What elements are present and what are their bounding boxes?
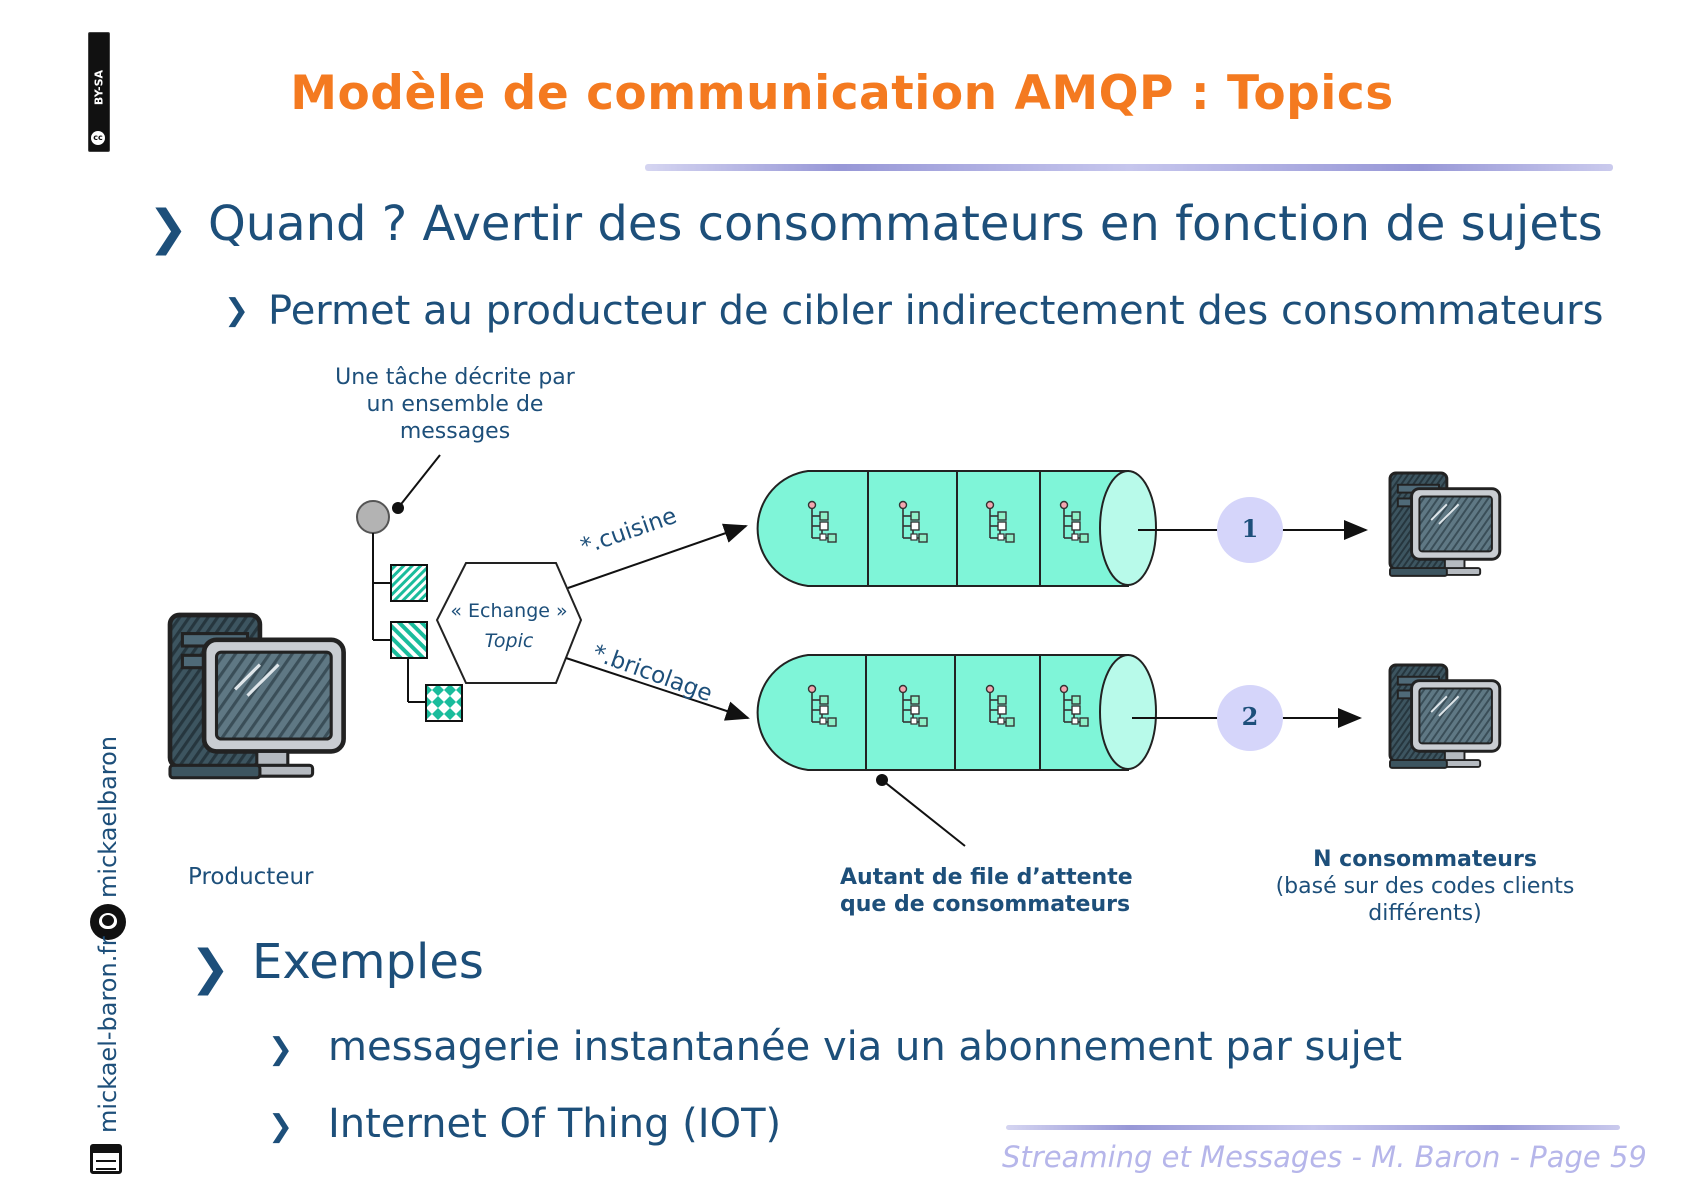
license-badge: BY-SA cc xyxy=(88,32,110,152)
queues-note: Autant de file d’attente que de consomma… xyxy=(840,864,1140,918)
task-note-anchor xyxy=(392,502,404,514)
queue-number-2 xyxy=(1217,685,1283,751)
cc-icon: cc xyxy=(91,131,105,145)
queues-note-line: que de consommateurs xyxy=(840,892,1131,917)
task-note-pointer xyxy=(397,454,441,509)
footer-divider xyxy=(1006,1125,1620,1130)
route-arrow-bricolage xyxy=(565,657,750,721)
task-note-line: messages xyxy=(399,419,511,444)
chevron-right-icon: ❯ xyxy=(268,1109,294,1144)
chevron-right-icon: ❯ xyxy=(190,940,231,996)
browser-icon xyxy=(90,1144,122,1174)
title-divider xyxy=(645,164,1613,171)
side-github-handle: mickaelbaron xyxy=(94,735,122,898)
consumers-note-line: différents) xyxy=(1368,901,1482,926)
bullet-examples: Exemples xyxy=(252,934,484,990)
queue-number-1-label: 1 xyxy=(1241,514,1259,543)
example-item-1: messagerie instantanée via un abonnement… xyxy=(328,1024,1403,1070)
github-icon xyxy=(90,904,126,940)
consumers-note-title: N consommateurs xyxy=(1313,847,1537,872)
queue-number-2-label: 2 xyxy=(1241,702,1259,731)
consumers-note-line: (basé sur des codes clients xyxy=(1275,874,1575,899)
queues-note-line: Autant de file d’attente xyxy=(840,865,1133,890)
chevron-right-icon: ❯ xyxy=(224,293,250,328)
producer-label: Producteur xyxy=(188,864,314,890)
route-arrow-cuisine xyxy=(567,523,748,589)
example-item-2: Internet Of Thing (IOT) xyxy=(328,1101,782,1147)
footer-text: Streaming et Messages - M. Baron - Page … xyxy=(1002,1140,1647,1174)
exchange-type: Topic xyxy=(484,630,534,652)
task-tree xyxy=(372,533,426,703)
exchange-stereotype: « Echange » xyxy=(450,600,568,622)
task-note-line: Une tâche décrite par xyxy=(335,365,575,390)
consumer-computer-2-icon xyxy=(1388,663,1502,770)
message-1 xyxy=(390,564,428,602)
queue-2 xyxy=(756,654,1157,771)
message-2 xyxy=(390,621,428,659)
slide-title: Modèle de communication AMQP : Topics xyxy=(290,66,1394,121)
cc-icon-text: cc xyxy=(93,133,103,142)
queue-number-1 xyxy=(1217,497,1283,563)
queues-note-pointer xyxy=(881,779,966,847)
bullet-when-sub: Permet au producteur de cibler indirecte… xyxy=(268,288,1604,334)
bullet-when: Quand ? Avertir des consommateurs en fon… xyxy=(208,196,1603,252)
producer-computer-icon xyxy=(170,615,344,778)
consumers-note: N consommateurs (basé sur des codes clie… xyxy=(1250,846,1600,927)
task-note: Une tâche décrite par un ensemble de mes… xyxy=(330,364,580,445)
exchange-hexagon xyxy=(435,562,583,684)
task-note-line: un ensemble de xyxy=(366,392,544,417)
queue-1 xyxy=(756,470,1157,587)
chevron-right-icon: ❯ xyxy=(268,1032,294,1067)
consumer-computer-1-icon xyxy=(1388,471,1502,578)
message-3 xyxy=(425,684,463,722)
task-root-node xyxy=(356,500,390,534)
chevron-right-icon: ❯ xyxy=(148,200,189,256)
side-website: mickael-baron.fr xyxy=(94,936,122,1133)
